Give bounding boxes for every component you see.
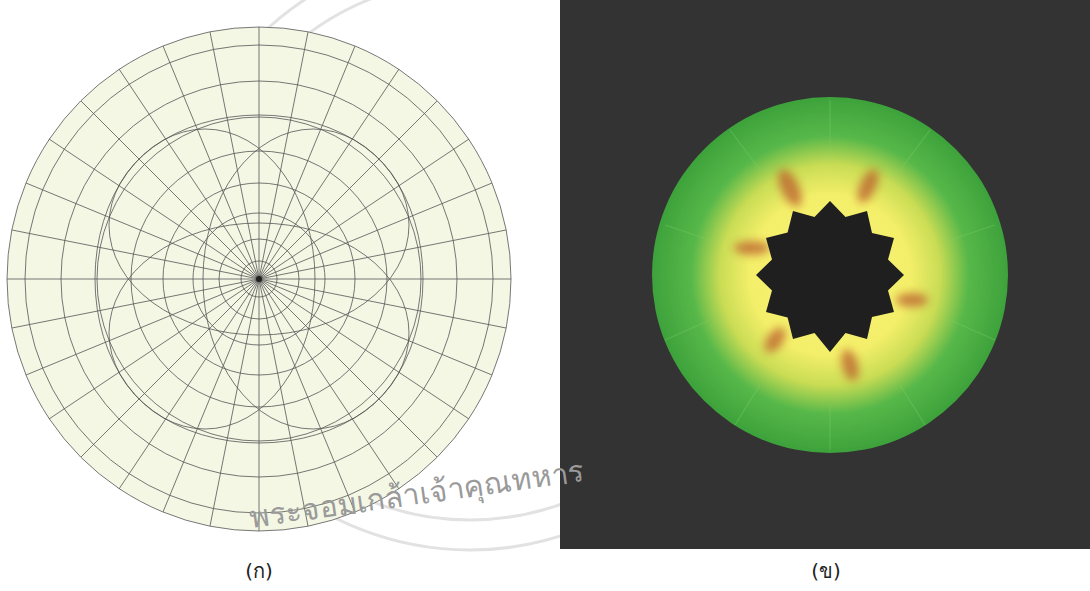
panel-label: (ข) [811, 555, 841, 587]
iris-result [560, 0, 1090, 549]
panel-label: (ก) [245, 555, 273, 587]
polar-mesh [7, 27, 511, 531]
